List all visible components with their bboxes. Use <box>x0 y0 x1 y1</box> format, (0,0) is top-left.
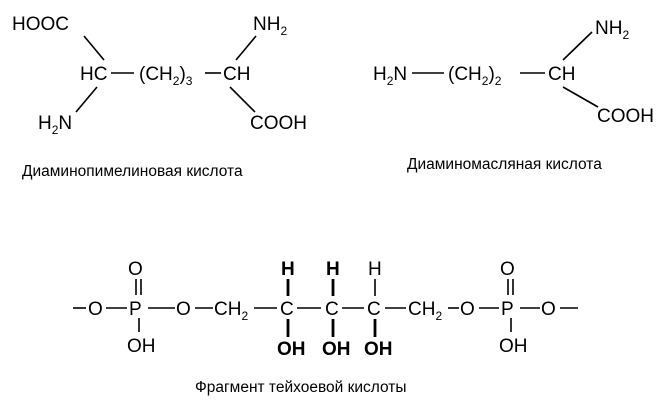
caption-diaminobutyric-acid: Диаминомасляная кислота <box>407 156 602 173</box>
methylene-chain: (CH2)2 <box>448 64 502 88</box>
ch-group: CH <box>548 64 575 85</box>
phosphorus-atom: P <box>501 299 514 320</box>
cooh-group: COOH <box>597 106 654 127</box>
bond <box>83 35 105 61</box>
ch-group: CH <box>223 64 250 85</box>
oxygen-atom: O <box>176 299 191 320</box>
oxygen-atom: O <box>541 299 556 320</box>
structure-diaminopimelic-acid: HOOC NH2 HC (CH2)3 CH H2N COOH Диаминопи… <box>12 14 307 180</box>
h2n-group: H2N <box>373 64 407 88</box>
hydroxyl-group: OH <box>499 336 528 357</box>
h2n-group: H2N <box>38 113 72 137</box>
carbon-atom: C <box>280 299 294 320</box>
caption-diaminopimelic-acid: Диаминопимелиновая кислота <box>22 163 243 180</box>
bond <box>229 86 256 113</box>
oxygen-atom: O <box>460 299 475 320</box>
hydroxyl-group: OH <box>127 336 156 357</box>
nh2-group: NH2 <box>595 18 629 42</box>
hooc-group-left: HOOC <box>12 14 69 35</box>
structure-teichoic-acid-fragment: O P O OH O CH2 C H OH C H OH C H OH <box>73 259 578 396</box>
hydroxyl-group: OH <box>364 339 393 360</box>
hydrogen-atom: H <box>281 259 295 280</box>
oxygen-atom-double: O <box>500 259 515 280</box>
ch2-group: CH2 <box>214 299 248 323</box>
hydroxyl-group: OH <box>322 339 351 360</box>
phosphorus-atom: P <box>129 299 142 320</box>
carbon-atom: C <box>325 299 339 320</box>
caption-teichoic-acid-fragment: Фрагмент тейхоевой кислоты <box>195 379 407 396</box>
nh2-group-top: NH2 <box>253 14 287 38</box>
ch2-group: CH2 <box>408 299 442 323</box>
cooh-group-right: COOH <box>250 113 307 134</box>
oxygen-atom-double: O <box>128 259 143 280</box>
bond <box>235 35 257 61</box>
bond <box>562 31 593 61</box>
oxygen-atom: O <box>88 299 103 320</box>
methylene-chain: (CH2)3 <box>139 64 193 88</box>
carbon-atom: C <box>367 299 381 320</box>
hc-group: HC <box>80 64 107 85</box>
hydrogen-atom: H <box>326 259 340 280</box>
bond <box>75 86 98 113</box>
bond <box>562 86 599 108</box>
hydrogen-atom: H <box>368 259 382 280</box>
structure-diaminobutyric-acid: NH2 H2N (CH2)2 CH COOH Диаминомасляная к… <box>373 18 654 173</box>
hydroxyl-group: OH <box>277 339 306 360</box>
